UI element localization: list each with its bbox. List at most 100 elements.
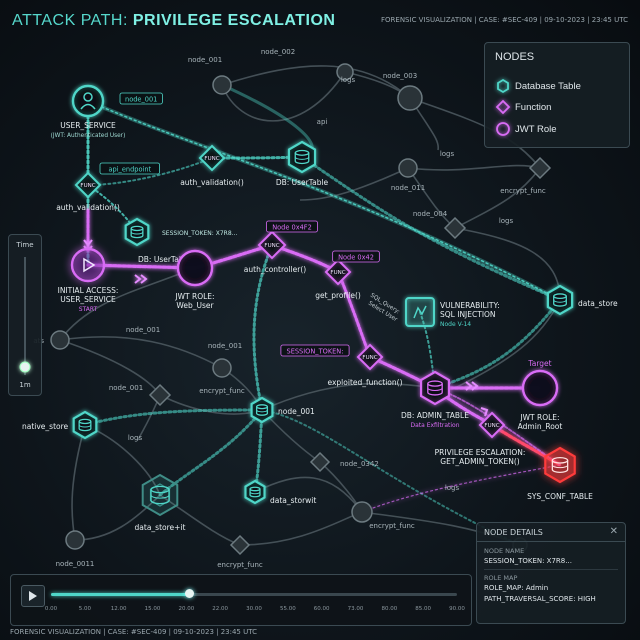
func-priv-node[interactable]: FUNC PRIVILEGE ESCALATION:GET_ADMIN_TOKEN… bbox=[435, 411, 526, 466]
node-label: data_store bbox=[578, 299, 618, 308]
time-track[interactable] bbox=[24, 257, 26, 375]
bg-node-label: node_002 bbox=[261, 48, 295, 56]
bg-node-encrypt_func[interactable]: encrypt_func bbox=[148, 383, 245, 407]
bg-node-node_001[interactable]: node_001 bbox=[208, 342, 242, 378]
circle-icon bbox=[496, 122, 510, 136]
node-001-mid-node[interactable]: node_001 bbox=[250, 396, 315, 424]
node-tag-text: Node 0x42 bbox=[338, 254, 374, 262]
timeline-tick: 5.00 bbox=[78, 606, 91, 612]
bg-node-node_0011[interactable]: node_0011 bbox=[56, 530, 95, 568]
bg-node-logs[interactable]: logs bbox=[341, 76, 423, 111]
node-details-panel: NODE DETAILS ✕ NODE NAME SESSION_TOKEN: … bbox=[476, 522, 626, 624]
func-glyph: FUNC bbox=[484, 423, 499, 429]
data-storwit-node[interactable]: data_storwit bbox=[244, 479, 317, 505]
func-glyph: FUNC bbox=[330, 270, 345, 276]
node-label: get_profile() bbox=[315, 291, 361, 300]
bg-node-label: node_001 bbox=[208, 342, 242, 350]
path-arrows bbox=[83, 239, 489, 417]
node-tag-text: api_endpoint bbox=[109, 166, 152, 174]
node-label: auth_controller() bbox=[244, 265, 306, 274]
node-label: SQL INJECTION bbox=[440, 310, 496, 319]
bg-node-node_002[interactable]: node_002 bbox=[261, 48, 354, 81]
db-user-a-node[interactable]: SESSION_TOKEN: X7R8... bbox=[124, 217, 238, 247]
time-value: 1m bbox=[19, 381, 31, 389]
timeline-thumb[interactable] bbox=[184, 589, 194, 598]
timeline-tick: 80.00 bbox=[381, 606, 398, 612]
bg-node-encrypt_func[interactable]: encrypt_func bbox=[217, 534, 263, 569]
bg-node-logs[interactable]: logs bbox=[128, 434, 143, 442]
node-label: GET_ADMIN_TOKEN() bbox=[440, 457, 520, 466]
node-label: exploited_function() bbox=[328, 378, 403, 387]
time-slider[interactable]: Time 1m bbox=[8, 234, 42, 396]
legend-item-function: Function bbox=[515, 102, 552, 113]
bg-node-node_0342[interactable]: node_0342 bbox=[309, 451, 379, 473]
node-tag-text: SESSION_TOKEN: bbox=[287, 348, 344, 356]
bg-node-label: node_011 bbox=[391, 184, 425, 192]
timeline-tick: 15.00 bbox=[144, 606, 161, 612]
node-caption: DB: UserTable bbox=[138, 255, 191, 264]
node-label: INITIAL ACCESS: bbox=[58, 286, 119, 295]
user-service-node[interactable]: USER_SERVICE(JWT: Authenticated User)nod… bbox=[51, 84, 163, 139]
bg-node-node_004[interactable]: node_004 bbox=[413, 210, 467, 240]
jwt-web-node[interactable]: JWT ROLE:Web_User bbox=[174, 249, 215, 310]
timeline-tick: 85.00 bbox=[415, 606, 432, 612]
node-label: VULNERABILITY: bbox=[440, 301, 500, 310]
bg-node-api[interactable]: api bbox=[317, 118, 328, 126]
bg-node-logs[interactable]: logs bbox=[499, 217, 514, 225]
detail-label: NODE NAME bbox=[484, 547, 525, 555]
node-label: node_001 bbox=[278, 407, 315, 416]
node-label: USER_SERVICE bbox=[60, 121, 116, 130]
bg-node-encrypt_func[interactable]: encrypt_func bbox=[351, 501, 415, 530]
node-label: native_store bbox=[22, 422, 69, 431]
node-label: USER_SERVICE bbox=[60, 295, 116, 304]
play-icon bbox=[29, 591, 37, 601]
node-legend: NODES Database Table Function JWT Role bbox=[484, 42, 630, 148]
time-knob[interactable] bbox=[19, 361, 31, 373]
node-tag-text: Target bbox=[527, 359, 551, 368]
data-store-it-node[interactable]: data_store+it bbox=[135, 473, 186, 532]
timeline-tick: 22.00 bbox=[212, 606, 229, 612]
node-label: Web_User bbox=[176, 301, 214, 310]
bg-node-encrypt_func[interactable]: encrypt_func bbox=[500, 156, 552, 195]
bg-node-label: node_003 bbox=[383, 72, 417, 80]
detail-label: ROLE MAP bbox=[484, 574, 518, 582]
play-button[interactable] bbox=[21, 585, 45, 607]
bg-node-node_003[interactable]: node_003 bbox=[383, 72, 417, 80]
db-user-top-node[interactable]: DB: UserTable bbox=[276, 140, 329, 187]
bg-node-logs[interactable]: logs bbox=[440, 150, 455, 158]
bg-node-node_001[interactable]: node_001 bbox=[126, 326, 160, 334]
timeline-tick: 73.00 bbox=[347, 606, 364, 612]
timeline-track[interactable] bbox=[51, 589, 457, 598]
node-tag bbox=[119, 92, 163, 105]
data-store-r-node[interactable]: data_store bbox=[546, 284, 618, 316]
node-label: auth_validation() bbox=[180, 178, 244, 187]
sys-conf-node[interactable]: SYS_CONF_TABLE bbox=[527, 446, 593, 501]
hexagon-icon bbox=[497, 78, 509, 94]
native-store-node[interactable]: native_store bbox=[22, 410, 98, 440]
page-title: ATTACK PATH: PRIVILEGE ESCALATION bbox=[12, 12, 336, 29]
bg-node-logs[interactable]: logs bbox=[445, 484, 460, 492]
node-label: SYS_CONF_TABLE bbox=[527, 492, 593, 501]
bg-node-node_001[interactable]: node_001 bbox=[109, 384, 143, 392]
close-icon[interactable]: ✕ bbox=[609, 526, 618, 537]
node-label: DB: UserTable bbox=[276, 178, 329, 187]
node-label: PRIVILEGE ESCALATION: bbox=[435, 448, 526, 457]
func-profile-node[interactable]: FUNC get_profile() Node 0x42 bbox=[315, 250, 380, 300]
bg-node-label: node_0342 bbox=[340, 460, 379, 468]
timeline-tick: 55.00 bbox=[279, 606, 296, 612]
timeline-progress bbox=[51, 593, 190, 596]
bg-node-node_011[interactable]: node_011 bbox=[391, 158, 425, 192]
detail-value: ROLE_MAP: Admin bbox=[484, 584, 549, 592]
bg-node-label: encrypt_func bbox=[500, 187, 546, 195]
bg-node-node_001[interactable]: node_001 bbox=[188, 56, 232, 95]
